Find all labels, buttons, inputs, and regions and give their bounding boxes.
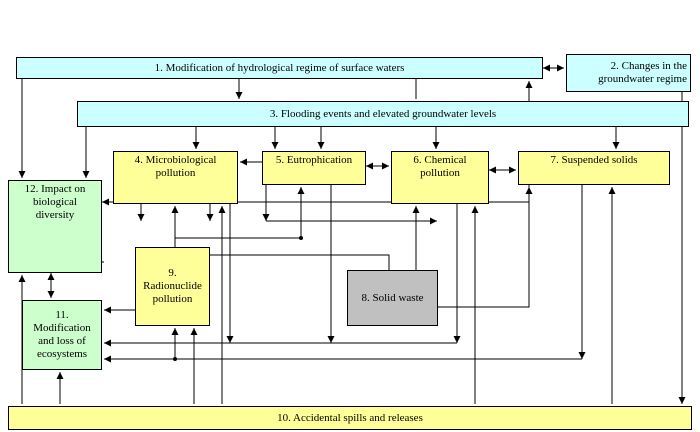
connector-29 [438, 187, 533, 308]
node-2-groundwater-regime: 2. Changes in the groundwater regime [566, 54, 691, 92]
node-10-accidental-spills: 10. Accidental spills and releases [8, 406, 692, 430]
node-6-label: 6. Chemical pollution [413, 154, 467, 179]
node-11-ecosystem-modification: 11. Modification and loss of ecosystems [22, 300, 102, 370]
node-3-flooding-events: 3. Flooding events and elevated groundwa… [77, 101, 689, 127]
node-11-label: 11. Modification and loss of ecosystems [33, 309, 91, 360]
node-5-label: 5. Eutrophication [275, 154, 353, 166]
node-3-label: 3. Flooding events and elevated groundwa… [269, 107, 497, 120]
node-2-label: 2. Changes in the groundwater regime [598, 60, 687, 85]
connector-30 [174, 238, 390, 270]
node-5-eutrophication: 5. Eutrophication [262, 151, 366, 185]
junction-dot-0 [299, 236, 303, 240]
node-6-chemical-pollution: 6. Chemical pollution [391, 151, 489, 204]
node-9-radionuclide-pollution: 9. Radionuclide pollution [135, 247, 210, 326]
node-8-solid-waste: 8. Solid waste [347, 270, 438, 326]
node-4-microbiological-pollution: 4. Microbiological pollution [113, 151, 238, 204]
node-7-suspended-solids: 7. Suspended solids [518, 151, 670, 185]
node-7-label: 7. Suspended solids [550, 154, 638, 166]
junction-dot-1 [173, 357, 177, 361]
node-8-label: 8. Solid waste [361, 291, 424, 304]
node-1-label: 1. Modification of hydrological regime o… [154, 61, 405, 74]
node-10-label: 10. Accidental spills and releases [277, 411, 423, 424]
node-12-biological-diversity: 12. Impact on biological diversity [8, 180, 102, 273]
node-1-hydrological-regime: 1. Modification of hydrological regime o… [16, 57, 543, 79]
node-4-label: 4. Microbiological pollution [134, 154, 217, 179]
node-12-label: 12. Impact on biological diversity [24, 183, 86, 221]
connector-19 [174, 221, 301, 239]
node-9-label: 9. Radionuclide pollution [143, 267, 202, 305]
